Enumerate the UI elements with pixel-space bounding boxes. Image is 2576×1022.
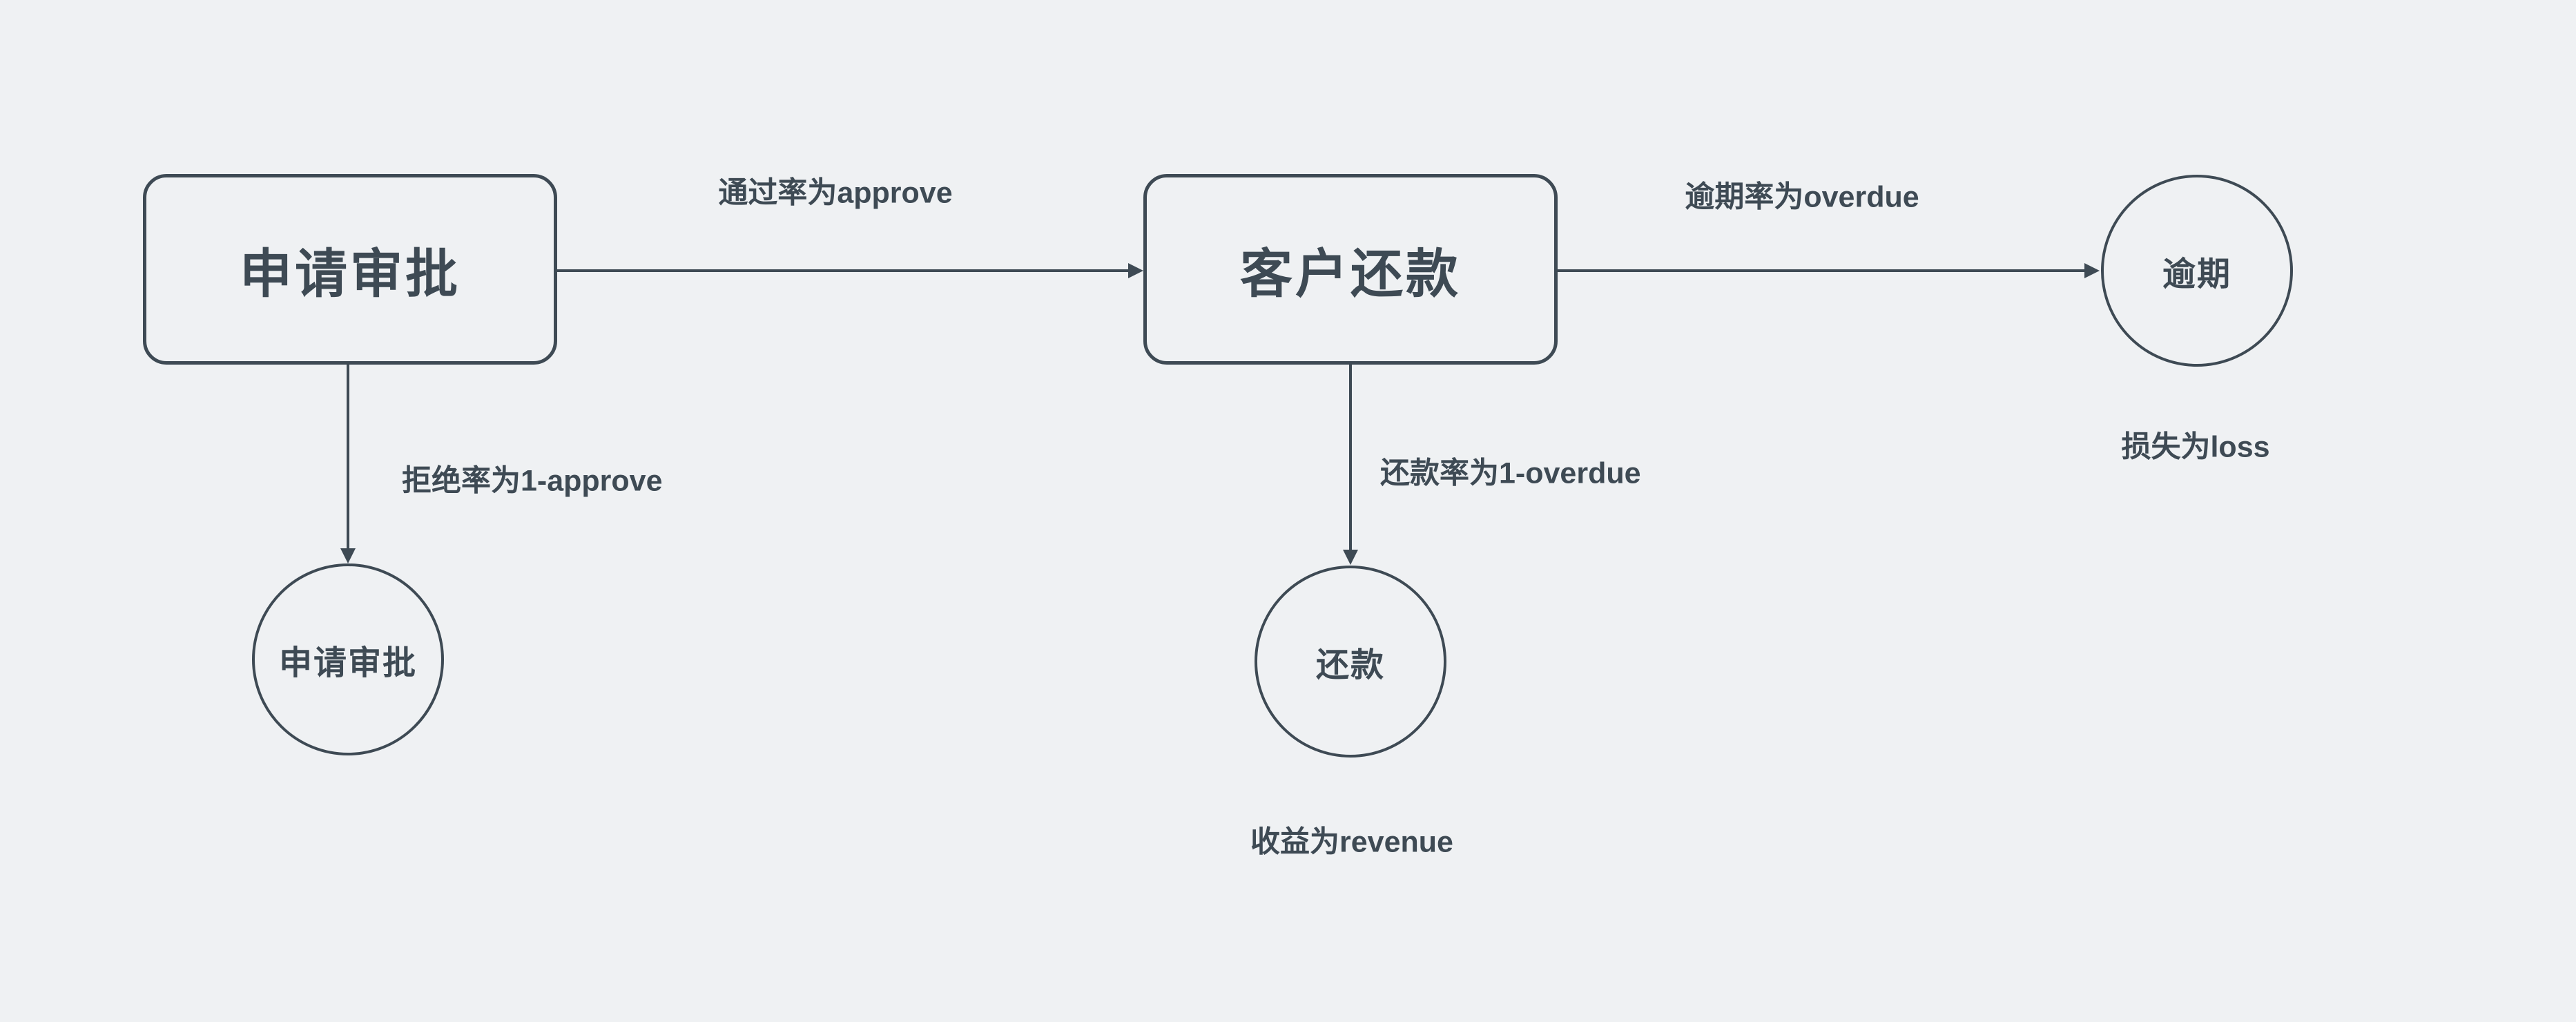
node-customer-repayment-box[interactable]: 客户还款 <box>1143 174 1558 365</box>
edge-label-repay[interactable]: 还款率为1-overdue <box>1380 456 1641 490</box>
arrow-reject-line[interactable] <box>347 365 349 550</box>
arrow-repay-head-icon <box>1343 550 1358 565</box>
arrow-overdue-head-icon <box>2084 263 2100 278</box>
node-application-approval-box[interactable]: 申请审批 <box>143 174 557 365</box>
node-overdue-circle-label: 逾期 <box>2162 256 2231 293</box>
edge-label-reject[interactable]: 拒绝率为1-approve <box>402 464 663 498</box>
arrow-approve-head-icon <box>1128 263 1143 278</box>
arrow-overdue-line[interactable] <box>1558 269 2086 272</box>
node-overdue-circle[interactable]: 逾期 <box>2101 175 2293 367</box>
node-application-approval-circle-label: 申请审批 <box>278 645 417 682</box>
node-application-approval-box-label: 申请审批 <box>240 245 461 304</box>
edge-label-overdue[interactable]: 逾期率为overdue <box>1685 180 1919 214</box>
arrow-repay-line[interactable] <box>1349 365 1352 551</box>
annotation-loss[interactable]: 损失为loss <box>2121 430 2270 464</box>
node-application-approval-circle[interactable]: 申请审批 <box>252 563 444 755</box>
node-customer-repayment-box-label: 客户还款 <box>1240 245 1461 304</box>
node-repayment-circle[interactable]: 还款 <box>1255 566 1446 758</box>
node-repayment-circle-label: 还款 <box>1315 647 1385 684</box>
arrow-reject-head-icon <box>340 548 356 563</box>
edge-label-approve[interactable]: 通过率为approve <box>718 176 953 210</box>
arrow-approve-line[interactable] <box>557 269 1130 272</box>
annotation-revenue[interactable]: 收益为revenue <box>1250 825 1453 859</box>
